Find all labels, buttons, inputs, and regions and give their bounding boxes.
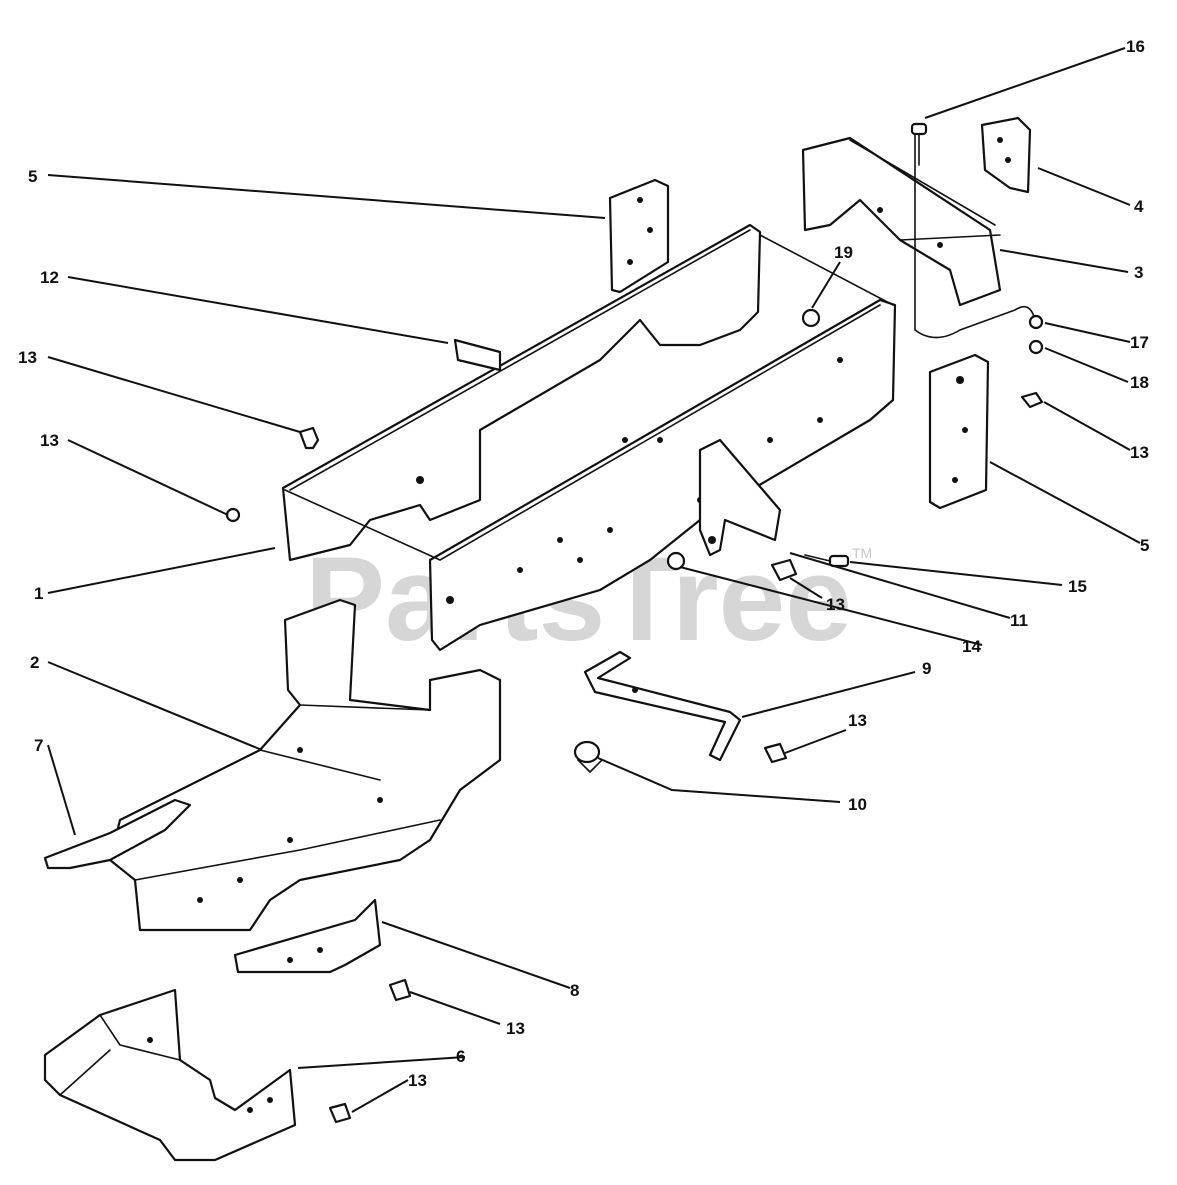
callout-7: 7: [34, 736, 43, 755]
callout-5-left: 5: [28, 167, 37, 186]
part-17-clip[interactable]: [1028, 314, 1044, 330]
callout-13-b: 13: [40, 431, 59, 450]
part-15-bolt[interactable]: [804, 554, 850, 568]
part-13-bolt-lower-left[interactable]: [388, 978, 412, 1002]
callout-9: 9: [922, 659, 931, 678]
callout-13-g: 13: [408, 1071, 427, 1090]
part-13-bolt-bottom[interactable]: [328, 1102, 352, 1124]
part-13-bolt-center[interactable]: [770, 558, 798, 582]
wire: [914, 134, 1036, 339]
watermark-trademark: TM: [852, 545, 872, 561]
callout-13-c: 13: [1130, 443, 1149, 462]
leader-lines: [47, 47, 1141, 1113]
part-6-bracket[interactable]: [43, 988, 297, 1162]
part-13-clip-upper[interactable]: [298, 426, 320, 450]
part-2-lower-frame[interactable]: [108, 598, 502, 932]
part-5-left-bracket[interactable]: [608, 178, 670, 294]
callout-3: 3: [1134, 263, 1143, 282]
callout-15: 15: [1068, 577, 1087, 596]
callout-12: 12: [40, 268, 59, 287]
callout-13-f: 13: [506, 1019, 525, 1038]
part-11-bracket[interactable]: [698, 438, 782, 557]
part-16-pin[interactable]: [910, 122, 928, 166]
part-12-plate[interactable]: [453, 338, 502, 372]
callout-5-right: 5: [1140, 536, 1149, 555]
part-10-bushing[interactable]: [573, 740, 603, 773]
callout-6: 6: [456, 1047, 465, 1066]
part-7-plate[interactable]: [43, 798, 192, 870]
callout-13-d: 13: [826, 595, 845, 614]
part-3-cross-member[interactable]: [801, 136, 1002, 307]
part-8-plate[interactable]: [233, 898, 382, 974]
callout-8: 8: [570, 981, 579, 1000]
part-18-washer[interactable]: [1028, 339, 1044, 355]
callout-1: 1: [34, 584, 43, 603]
callout-13-e: 13: [848, 711, 867, 730]
callout-2: 2: [30, 653, 39, 672]
part-13-bolt-lower-right[interactable]: [763, 742, 788, 764]
callout-13-a: 13: [18, 348, 37, 367]
callout-11: 11: [1010, 611, 1028, 630]
callout-10: 10: [848, 795, 867, 814]
part-13-bolt-right[interactable]: [1020, 391, 1044, 409]
part-13-bolt-left[interactable]: [225, 507, 241, 523]
callout-19: 19: [834, 243, 853, 262]
part-5-right-bracket[interactable]: [928, 353, 990, 510]
part-4-bracket[interactable]: [980, 116, 1032, 194]
part-1-main-frame[interactable]: [281, 223, 897, 652]
part-19-nut[interactable]: [801, 308, 821, 328]
callout-17: 17: [1130, 333, 1149, 352]
callout-4: 4: [1134, 197, 1144, 216]
part-9-bracket[interactable]: [583, 650, 742, 762]
callout-labels: 5 12 13 13 1 2 7 16 4 3 19 17 18 13 5 15…: [18, 37, 1149, 1090]
part-14-nut[interactable]: [666, 551, 686, 571]
callout-16: 16: [1126, 37, 1145, 56]
callout-18: 18: [1130, 373, 1149, 392]
callout-14: 14: [962, 637, 981, 656]
